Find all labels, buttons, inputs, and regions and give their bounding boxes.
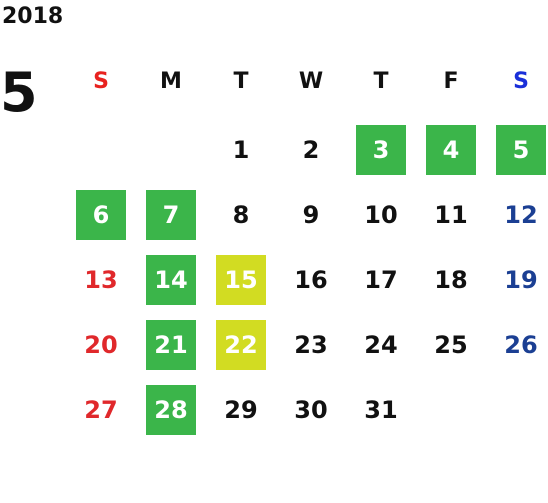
calendar-week-3: 13 14 15 16 17 18 19 — [66, 255, 548, 305]
day-cell: 27 — [84, 396, 118, 424]
day-cell: 10 — [364, 201, 398, 229]
weekday-friday: F — [443, 69, 459, 94]
day-cell — [426, 385, 476, 435]
day-cell: 4 — [426, 125, 476, 175]
day-cell: 18 — [434, 266, 468, 294]
weekday-tuesday: T — [233, 69, 249, 94]
day-cell: 3 — [356, 125, 406, 175]
day-cell: 17 — [364, 266, 398, 294]
day-cell: 2 — [302, 136, 320, 164]
day-cell — [146, 125, 196, 175]
day-cell: 25 — [434, 331, 468, 359]
day-cell: 28 — [146, 385, 196, 435]
day-cell: 23 — [294, 331, 328, 359]
day-cell: 29 — [224, 396, 258, 424]
day-cell: 12 — [504, 201, 538, 229]
day-cell: 21 — [146, 320, 196, 370]
day-cell: 22 — [216, 320, 266, 370]
day-cell: 19 — [504, 266, 538, 294]
day-cell: 13 — [84, 266, 118, 294]
day-cell: 31 — [364, 396, 398, 424]
weekday-saturday: S — [513, 69, 529, 94]
day-cell: 11 — [434, 201, 468, 229]
calendar-year: 2018 — [2, 4, 64, 29]
calendar-week-2: 6 7 8 9 10 11 12 — [66, 190, 548, 240]
day-cell — [496, 385, 546, 435]
day-cell: 7 — [146, 190, 196, 240]
weekday-wednesday: W — [298, 69, 324, 94]
day-cell: 9 — [302, 201, 320, 229]
weekday-header: S M T W T F S — [66, 64, 548, 100]
day-cell — [76, 125, 126, 175]
day-cell: 16 — [294, 266, 328, 294]
calendar-week-1: 1 2 3 4 5 — [66, 125, 548, 175]
day-cell: 6 — [76, 190, 126, 240]
weekday-monday: M — [160, 69, 182, 94]
calendar-week-4: 20 21 22 23 24 25 26 — [66, 320, 548, 370]
day-cell: 24 — [364, 331, 398, 359]
weekday-thursday: T — [373, 69, 389, 94]
day-cell: 5 — [496, 125, 546, 175]
calendar-week-5: 27 28 29 30 31 — [66, 385, 548, 435]
weekday-sunday: S — [93, 69, 109, 94]
day-cell: 8 — [232, 201, 250, 229]
day-cell: 1 — [232, 136, 250, 164]
day-cell: 26 — [504, 331, 538, 359]
calendar-month: 5 — [0, 61, 38, 124]
day-cell: 15 — [216, 255, 266, 305]
day-cell: 30 — [294, 396, 328, 424]
day-cell: 20 — [84, 331, 118, 359]
day-cell: 14 — [146, 255, 196, 305]
